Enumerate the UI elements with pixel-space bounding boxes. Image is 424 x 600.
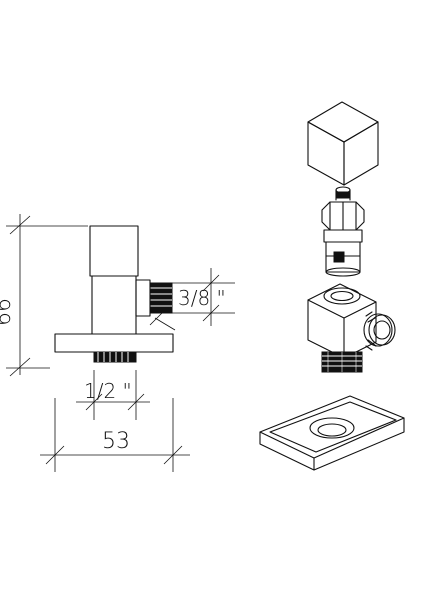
- side-view: 66 53 1/2 " 3/8 ": [0, 214, 235, 472]
- valve-handle: [89, 225, 139, 277]
- valve-cartridge: [321, 201, 365, 277]
- inlet-thread-label: 1/2 ": [84, 379, 132, 403]
- height-label: 66: [0, 298, 16, 326]
- flange-plate: [259, 395, 405, 471]
- handle-cube: [307, 101, 379, 186]
- spindle-tip: [335, 186, 351, 201]
- valve-body-iso: [307, 283, 396, 373]
- inlet-thread: [93, 351, 137, 363]
- width-dimension: [40, 398, 190, 472]
- inlet-dimension: [76, 370, 150, 420]
- exploded-view: [259, 101, 405, 471]
- height-dimension: [6, 214, 88, 377]
- valve-body: [91, 275, 137, 335]
- wall-flange: [54, 333, 174, 353]
- width-label: 53: [102, 429, 130, 454]
- outlet-thread: [135, 279, 176, 331]
- outlet-thread-label: 3/8 ": [178, 286, 226, 310]
- outlet-dimension: [172, 268, 235, 326]
